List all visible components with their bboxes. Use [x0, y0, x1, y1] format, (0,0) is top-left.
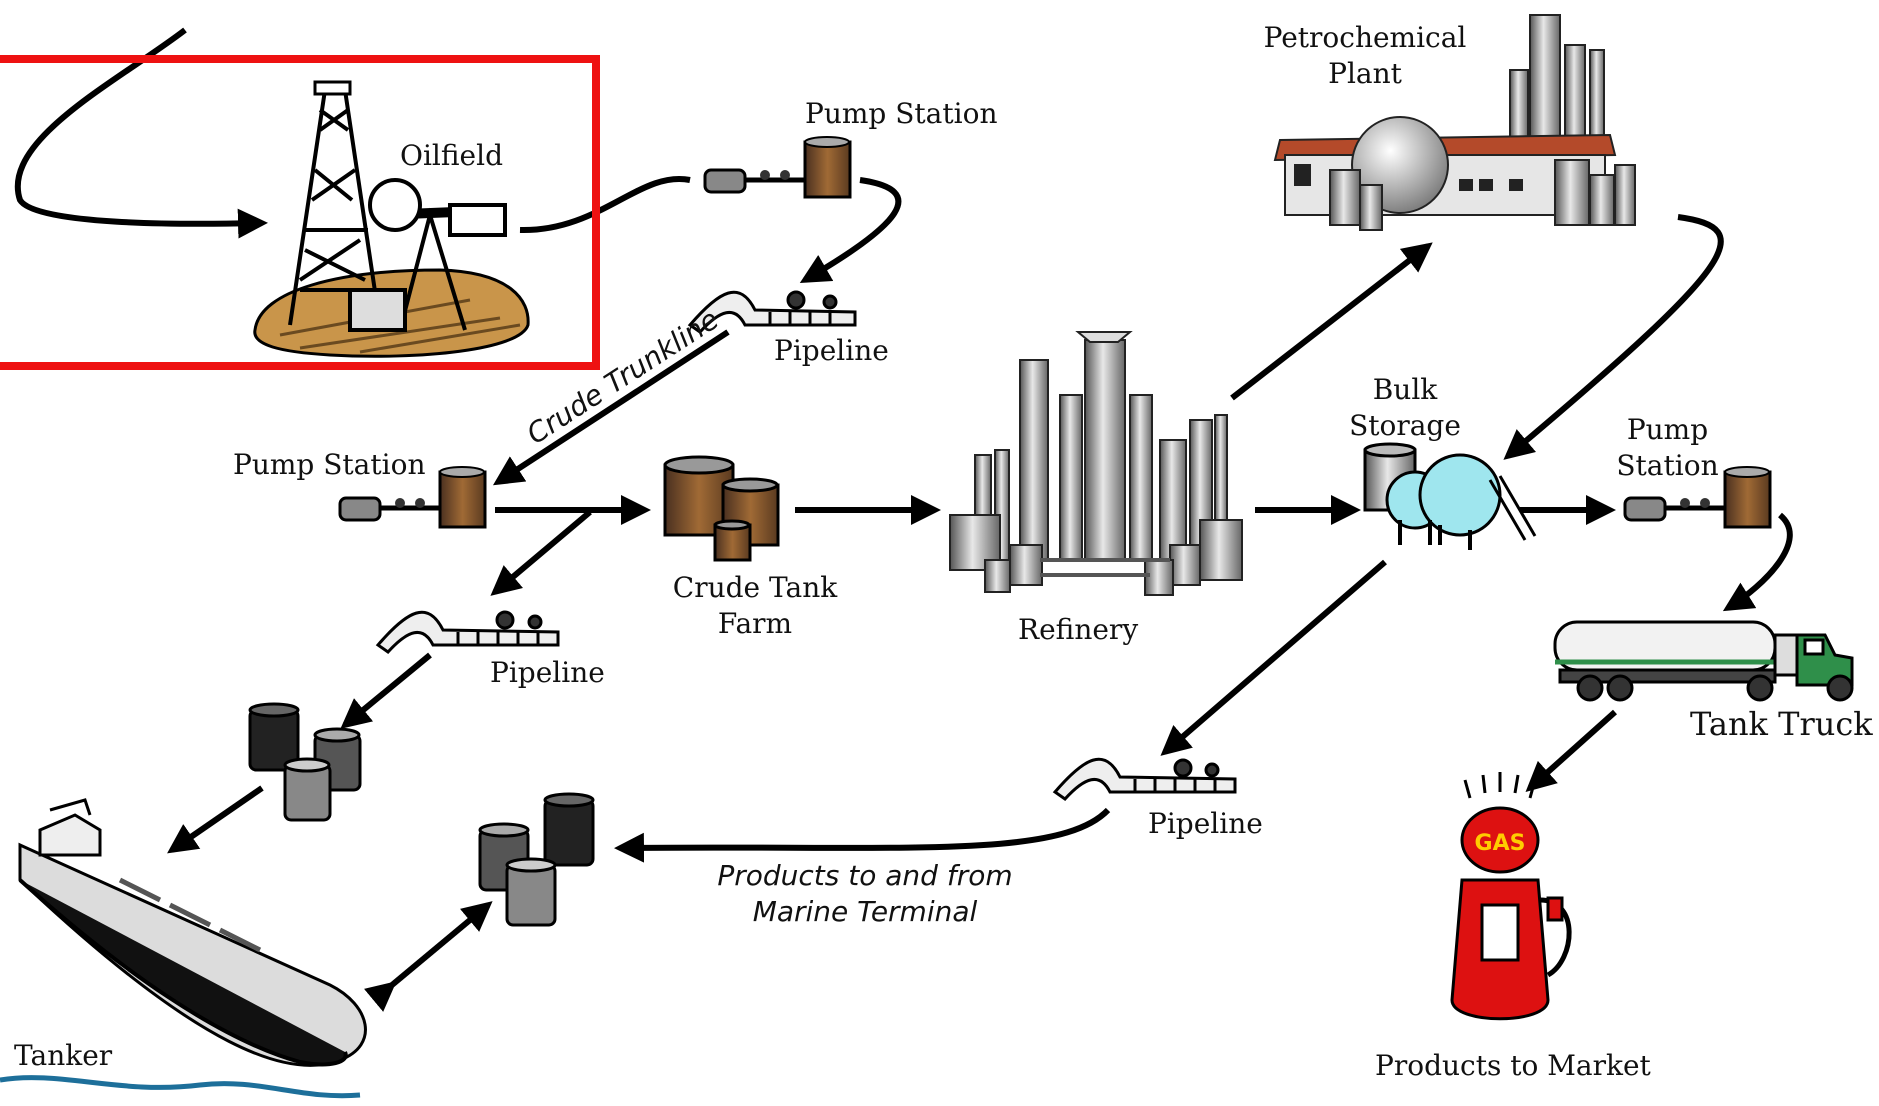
- flow-arrows: [14, 27, 1793, 1012]
- arrow-tanker-marine-double: [363, 901, 493, 1012]
- pipeline-top-label: Pipeline: [774, 334, 889, 367]
- products-marine-terminal-line1: Products to and from: [717, 859, 1013, 892]
- arrow-into-oilfield: [14, 27, 268, 239]
- bulk-storage-icon: [1363, 442, 1537, 550]
- arrow-bulk-storage-to-pipeline: [1160, 559, 1387, 756]
- oilfield-icon: [253, 80, 530, 358]
- pump-station-left-icon: [338, 466, 487, 529]
- barrels-marine-icon: [478, 792, 595, 927]
- arrow-barrels-to-tanker: [167, 785, 264, 854]
- oilfield-highlight-box: [0, 55, 600, 370]
- gas-sign-text: GAS: [1475, 831, 1526, 856]
- arrow-petrochem-to-bulk-storage: [1503, 214, 1724, 460]
- tanker-label: Tanker: [14, 1039, 113, 1072]
- petrochemical-plant-label-line2: Plant: [1328, 57, 1402, 90]
- products-marine-terminal-label: Products to and from Marine Terminal: [700, 858, 1030, 930]
- arrow-pump-station-to-pipeline: [799, 177, 902, 284]
- bulk-storage-label-line1: Bulk: [1372, 373, 1438, 406]
- tank-truck-icon: [1553, 620, 1854, 702]
- barrels-left-icon: [248, 702, 362, 822]
- crude-tank-farm-label: Crude Tank Farm: [660, 570, 850, 642]
- refinery-icon: [949, 331, 1243, 596]
- pump-station-top-icon: [703, 136, 852, 199]
- refinery-label: Refinery: [1018, 613, 1139, 646]
- pump-station-right-label: Pump Station: [1605, 412, 1730, 484]
- pump-station-right-icon: [1623, 466, 1772, 529]
- arrow-crude-trunkline: [492, 329, 730, 486]
- pipeline-top-icon: [687, 290, 857, 334]
- crude-tank-farm-icon: [663, 455, 780, 562]
- tank-truck-label: Tank Truck: [1690, 705, 1873, 743]
- arrow-truck-to-market: [1525, 709, 1617, 792]
- petrochemical-plant-label: Petrochemical Plant: [1260, 20, 1470, 92]
- arrow-pump-station-to-truck: [1722, 512, 1793, 612]
- arrow-pipeline-to-marine: [614, 807, 1111, 863]
- gas-pump-icon: GAS: [1450, 772, 1572, 1021]
- pipeline-left-label: Pipeline: [490, 656, 605, 689]
- pipeline-left-icon: [375, 610, 560, 654]
- pump-station-top-label: Pump Station: [805, 97, 998, 130]
- petrochemical-plant-label-line1: Petrochemical: [1263, 21, 1467, 54]
- products-to-market-label: Products to Market: [1375, 1049, 1651, 1082]
- crude-tank-farm-label-line1: Crude Tank: [672, 571, 838, 604]
- pump-station-left-label: Pump Station: [233, 448, 426, 481]
- bulk-storage-label: Bulk Storage: [1345, 372, 1465, 444]
- petrochemical-plant-icon: [1273, 14, 1636, 231]
- products-marine-terminal-line2: Marine Terminal: [752, 895, 978, 928]
- pipeline-bottom-icon: [1052, 757, 1237, 801]
- pump-station-right-label-line1: Pump: [1626, 413, 1709, 446]
- crude-tank-farm-label-line2: Farm: [717, 607, 793, 640]
- bulk-storage-label-line2: Storage: [1349, 409, 1461, 442]
- arrow-pipeline-left-to-barrels: [340, 652, 432, 729]
- oilfield-label: Oilfield: [400, 139, 503, 172]
- arrow-oilfield-to-pump-station: [519, 175, 691, 234]
- arrow-refinery-to-petrochem: [1230, 242, 1433, 401]
- arrow-pump-station-to-pipeline-left: [490, 509, 592, 596]
- pump-station-right-label-line2: Station: [1616, 449, 1719, 482]
- tanker-icon: [0, 798, 367, 1099]
- pipeline-bottom-label: Pipeline: [1148, 807, 1263, 840]
